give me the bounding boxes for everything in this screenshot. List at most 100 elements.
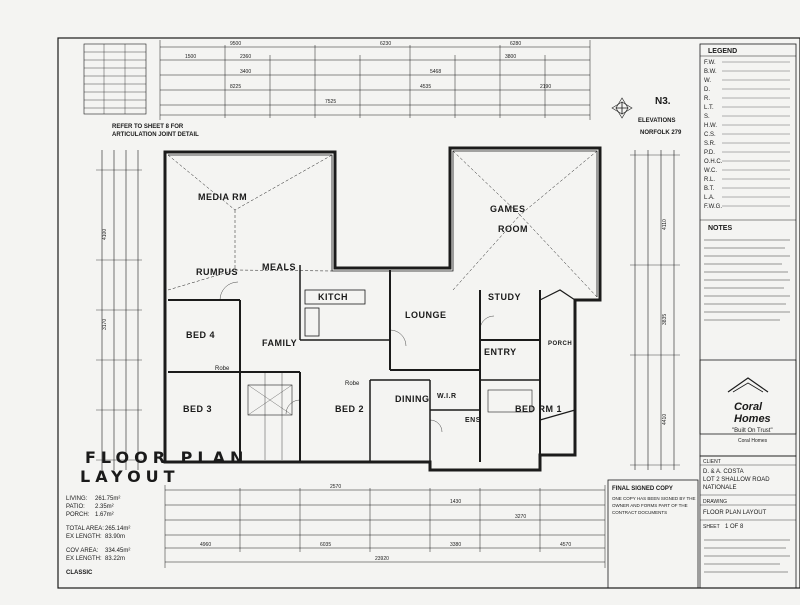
legend-item: C.S. xyxy=(704,132,716,138)
floor-plan xyxy=(163,146,602,472)
plan-title-line-2: LAYOUT xyxy=(80,467,180,486)
area-ext-value: 83.90m xyxy=(105,534,125,540)
legend-item: B.W. xyxy=(704,69,717,75)
room-robe-2: Robe xyxy=(345,381,360,387)
room-labels: MEDIA RM GAMES ROOM RUMPUS MEALS KITCH L… xyxy=(183,192,572,424)
dim-bottom-1: 23920 xyxy=(375,556,389,562)
area-porch-value: 1.67m² xyxy=(95,512,114,518)
signed-title: FINAL SIGNED COPY xyxy=(612,486,673,492)
area-ext2-value: 83.22m xyxy=(105,556,125,562)
side-dimensions: 4100 3170 4110 3835 4410 xyxy=(96,150,680,470)
revision-table xyxy=(83,43,147,115)
room-kitchen: KITCH xyxy=(318,292,348,302)
area-patio-value: 2.35m² xyxy=(95,504,114,510)
dim-top-5: 5468 xyxy=(430,69,441,75)
dim-top-7: 2360 xyxy=(240,54,251,60)
brand-company: Coral Homes xyxy=(738,438,768,444)
dim-top-10: 7525 xyxy=(325,99,336,105)
dim-left-1: 4100 xyxy=(102,229,108,240)
notes-text-lines xyxy=(704,239,790,321)
dim-bottom-6: 2570 xyxy=(330,484,341,490)
legend-item: O.H.C. xyxy=(704,159,723,165)
sheet-label: SHEET xyxy=(703,524,720,530)
dim-top-6: 3800 xyxy=(505,54,516,60)
room-wir: W.I.R xyxy=(437,393,457,400)
area-schedule: LIVING: 261.75m² PATIO: 2.35m² PORCH: 1.… xyxy=(66,496,130,576)
dim-top-8: 1500 xyxy=(185,54,196,60)
dim-right-1: 4110 xyxy=(662,219,668,230)
sheet-number: 1 OF 8 xyxy=(725,524,744,530)
refer-note-1: REFER TO SHEET 8 FOR xyxy=(112,124,184,130)
title-block: CLIENT D. & A. COSTA LOT 2 SHALLOW ROAD … xyxy=(699,455,797,589)
room-porch: PORCH xyxy=(548,341,572,347)
brand-name-line-2: Homes xyxy=(734,413,771,425)
brand-name-line-1: Coral xyxy=(734,401,763,413)
area-cov-value: 334.45m² xyxy=(105,548,130,554)
dim-top-12: 2190 xyxy=(540,84,551,90)
drawing-label: DRAWING xyxy=(703,499,727,505)
room-media: MEDIA RM xyxy=(198,192,247,202)
legend-item: P.D. xyxy=(704,150,715,156)
dim-top-11: 4535 xyxy=(420,84,431,90)
dim-bottom-3: 3380 xyxy=(450,542,461,548)
client-lot: LOT 2 SHALLOW ROAD xyxy=(703,477,770,483)
model-label: NORFOLK 279 xyxy=(640,130,682,136)
elevation-code: N3. xyxy=(655,96,671,107)
legend-item: W. xyxy=(704,78,711,84)
client-suburb: NATIONALE xyxy=(703,485,737,491)
legend-item: W.C. xyxy=(704,168,717,174)
legend-item: R. xyxy=(704,96,710,102)
room-study: STUDY xyxy=(488,292,521,302)
area-total-value: 265.14m² xyxy=(105,526,130,532)
dim-right-2: 3835 xyxy=(662,314,668,325)
dim-bottom-8: 1430 xyxy=(450,499,461,505)
legend-item: S.R. xyxy=(704,141,716,147)
client-name: D. & A. COSTA xyxy=(703,469,744,475)
signed-copy-block: FINAL SIGNED COPY ONE COPY HAS BEEN SIGN… xyxy=(607,479,699,589)
room-entry: ENTRY xyxy=(484,347,517,357)
area-porch-label: PORCH: xyxy=(66,512,90,518)
room-games-2: ROOM xyxy=(498,224,528,234)
room-bed-3: BED 3 xyxy=(183,404,212,414)
room-dining: DINING xyxy=(395,394,430,404)
legend-item: L.A. xyxy=(704,195,715,201)
brand-block: Coral Homes "Built On Trust" Coral Homes xyxy=(699,359,797,457)
elevations-label: ELEVATIONS xyxy=(638,118,675,124)
area-patio-label: PATIO: xyxy=(66,504,85,510)
dim-bottom-7: 3270 xyxy=(515,514,526,520)
area-total-label: TOTAL AREA: xyxy=(66,526,104,532)
room-meals: MEALS xyxy=(262,262,296,272)
legend-item: F.W. xyxy=(704,60,716,66)
room-bed-2: BED 2 xyxy=(335,404,364,414)
room-games-1: GAMES xyxy=(490,204,526,214)
legend-item: B.T. xyxy=(704,186,715,192)
legend-panel: LEGEND NOTES F.W.B.W.W.D.R.L.T.S.H.W.C.S… xyxy=(699,43,797,435)
dim-top-1: 9500 xyxy=(230,41,241,47)
dim-top-4: 3400 xyxy=(240,69,251,75)
style-label: CLASSIC xyxy=(66,570,93,576)
dim-top-3: 6280 xyxy=(510,41,521,47)
bottom-dimensions: 23920 4960 3380 6035 4570 2570 3270 1430 xyxy=(164,484,606,568)
plan-title-line-1: FLOOR PLAN xyxy=(85,448,248,467)
dim-right-3: 4410 xyxy=(662,414,668,425)
legend-item: S. xyxy=(704,114,710,120)
room-family: FAMILY xyxy=(262,338,297,348)
room-lounge: LOUNGE xyxy=(405,310,447,320)
legend-items: F.W.B.W.W.D.R.L.T.S.H.W.C.S.S.R.P.D.O.H.… xyxy=(704,60,790,210)
sheet-border xyxy=(57,37,800,589)
client-label: CLIENT xyxy=(703,459,721,465)
drawing-name: FLOOR PLAN LAYOUT xyxy=(703,510,767,516)
room-bed-4: BED 4 xyxy=(186,330,215,340)
top-dimensions: 9500 6230 6280 3400 5468 3800 2360 1500 … xyxy=(159,40,591,120)
area-living-label: LIVING: xyxy=(66,496,88,502)
coral-logo-icon xyxy=(727,377,769,393)
signed-line-3: CONTRACT DOCUMENTS xyxy=(612,510,667,515)
legend-item: H.W. xyxy=(704,123,717,129)
dim-bottom-5: 4570 xyxy=(560,542,571,548)
area-living-value: 261.75m² xyxy=(95,496,120,502)
legend-title: LEGEND xyxy=(708,48,737,55)
legend-item: D. xyxy=(704,87,710,93)
dim-top-2: 6230 xyxy=(380,41,391,47)
dim-bottom-2: 4960 xyxy=(200,542,211,548)
